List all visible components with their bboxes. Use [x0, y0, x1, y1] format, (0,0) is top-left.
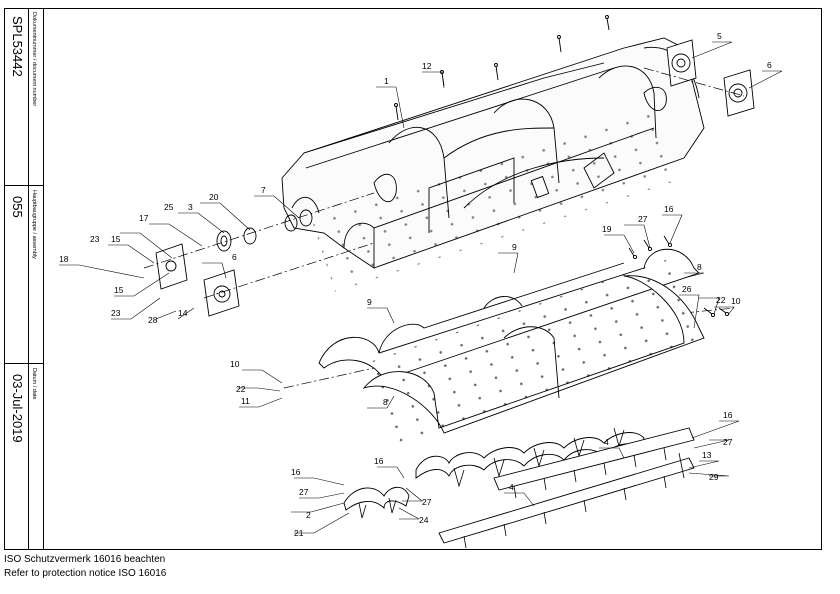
- assembly-centerlines: [143, 67, 745, 389]
- title-block-assembly-cell: 055 Hauptbaugruppe / assembly: [4, 186, 44, 364]
- main-frame-perforation: [310, 104, 678, 292]
- bearing-flange-5: [666, 39, 697, 87]
- callout-5: 5: [717, 31, 722, 41]
- callout-4-lower: 4: [509, 482, 514, 492]
- document-number-label: Dokumentnummer / document number: [31, 12, 37, 107]
- callout-27-lower-left: 27: [299, 487, 309, 497]
- callout-13: 13: [702, 450, 712, 460]
- callout-25: 25: [164, 202, 174, 212]
- callout-3: 3: [188, 202, 193, 212]
- cover-bolts-right: [628, 235, 730, 318]
- callout-19: 19: [602, 224, 612, 234]
- callout-2: 2: [306, 510, 311, 520]
- callout-26: 26: [682, 284, 692, 294]
- callout-10-right: 10: [731, 296, 741, 306]
- callout-27-upper-right: 27: [638, 214, 648, 224]
- callout-1: 1: [384, 76, 389, 86]
- callout-16-upper-right: 16: [664, 204, 674, 214]
- callout-18: 18: [59, 254, 69, 264]
- bearing-flange-6-upper: [723, 69, 755, 117]
- scraper-rail-upper-4: [493, 427, 695, 491]
- callout-23-upper: 23: [90, 234, 100, 244]
- title-block: SPL53442 Dokumentnummer / document numbe…: [4, 8, 44, 550]
- rail-bolts: [463, 447, 685, 549]
- callout-4-upper: 4: [604, 437, 609, 447]
- callout-16-lower-left: 16: [291, 467, 301, 477]
- callout-14: 14: [178, 308, 188, 318]
- callout-7: 7: [261, 185, 266, 195]
- date-label: Datum / date: [31, 368, 37, 400]
- drawing-frame: [4, 8, 822, 550]
- callout-6-lower: 6: [232, 252, 237, 262]
- cover-perforation: [368, 258, 700, 448]
- callout-22-left: 22: [236, 384, 246, 394]
- assembly-label: Hauptbaugruppe / assembly: [31, 190, 37, 259]
- callout-9-left: 9: [367, 297, 372, 307]
- callout-15-lower: 15: [114, 285, 124, 295]
- callout-27-lower-right: 27: [723, 437, 733, 447]
- leader-lines: [59, 41, 783, 534]
- protection-notice-en: Refer to protection notice ISO 16016: [4, 568, 167, 579]
- callout-24: 24: [419, 515, 429, 525]
- callout-15-upper: 15: [111, 234, 121, 244]
- callout-23-lower: 23: [111, 308, 121, 318]
- callout-17: 17: [139, 213, 149, 223]
- title-block-date-cell: 03-Jul-2019 Datum / date: [4, 364, 44, 550]
- callout-8-right: 8: [697, 262, 702, 272]
- callout-29: 29: [709, 472, 719, 482]
- callout-8-left: 8: [383, 397, 388, 407]
- callout-28: 28: [148, 315, 158, 325]
- drawing-date: 03-Jul-2019: [10, 374, 25, 443]
- callout-6-upper: 6: [767, 60, 772, 70]
- callout-20: 20: [209, 192, 219, 202]
- callout-27-lower-mid: 27: [422, 497, 432, 507]
- left-bearing-plate-assembly: [155, 209, 313, 317]
- callout-10-left: 10: [230, 359, 240, 369]
- document-number: SPL53442: [10, 16, 25, 77]
- callout-labels: 1 2 3 4 4 5 6 6 7 8 8 9 9 10 10 11 12 13…: [59, 31, 772, 538]
- assembly-number: 055: [10, 196, 25, 218]
- callout-12: 12: [422, 61, 432, 71]
- scraper-rail-lower-4: [438, 457, 695, 544]
- title-block-document-number-cell: SPL53442 Dokumentnummer / document numbe…: [4, 8, 44, 186]
- protection-notice-de: ISO Schutzvermerk 16016 beachten: [4, 554, 166, 565]
- callout-11: 11: [241, 396, 250, 406]
- callout-16-lower-mid: 16: [374, 456, 384, 466]
- callout-21: 21: [294, 528, 304, 538]
- exploded-view-drawing: 1 2 3 4 4 5 6 6 7 8 8 9 9 10 10 11 12 13…: [59, 15, 783, 549]
- callout-16-lower-right: 16: [723, 410, 733, 420]
- callout-22-right: 22: [716, 295, 726, 305]
- callout-9-upper: 9: [512, 242, 517, 252]
